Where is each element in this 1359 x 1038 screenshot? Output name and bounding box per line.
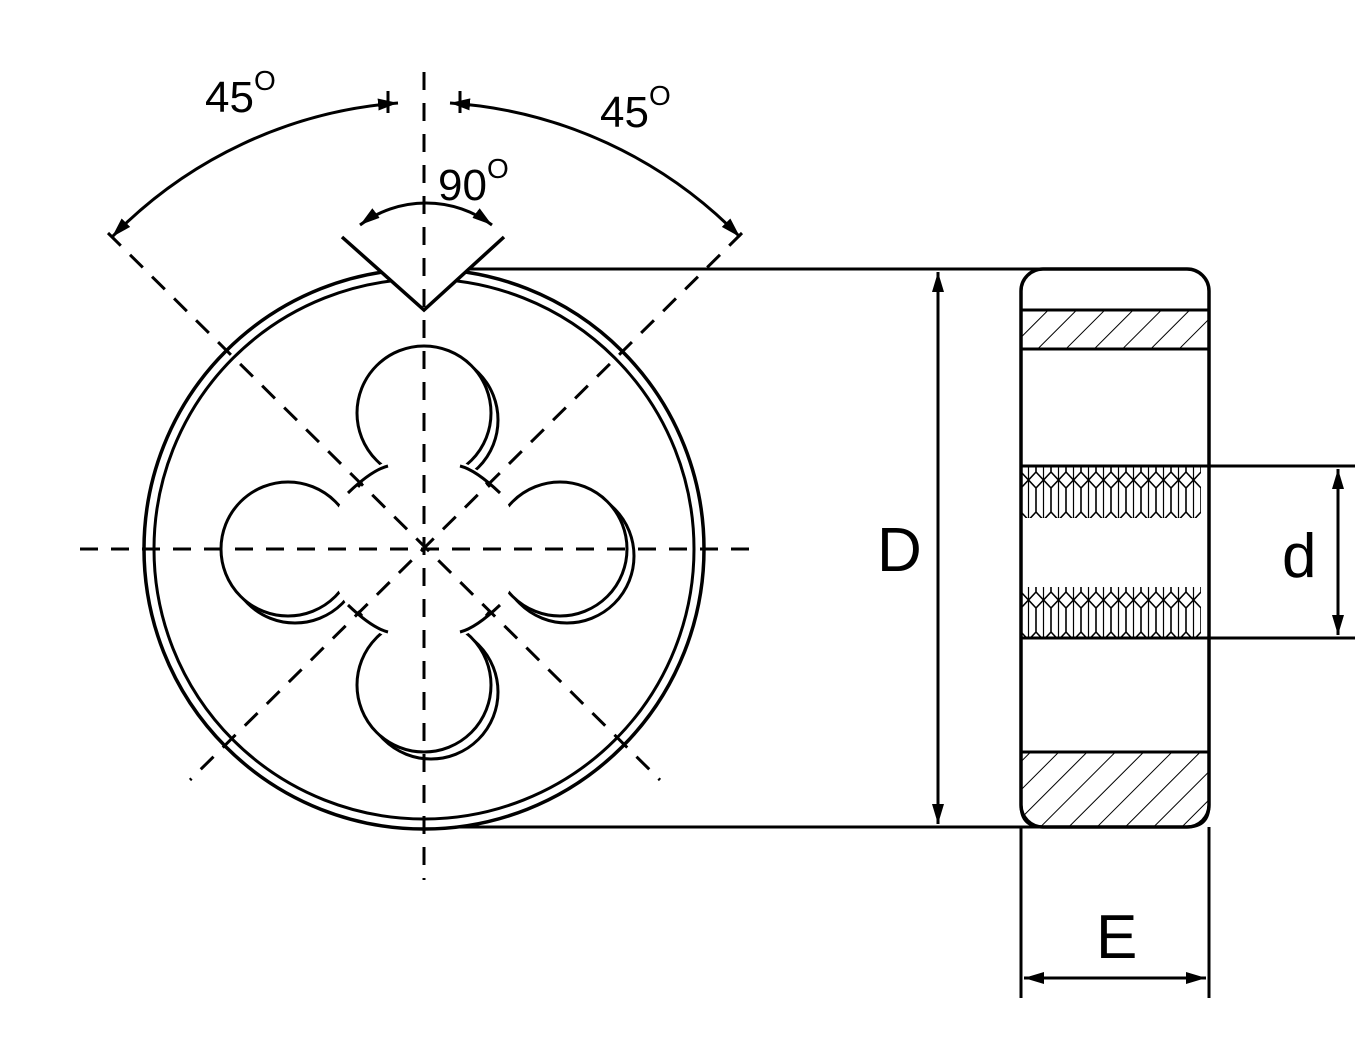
label-outer-diameter: D bbox=[877, 516, 922, 585]
side-body bbox=[1019, 267, 1211, 829]
dimension-d-thread bbox=[1209, 464, 1355, 640]
hatch-top bbox=[1019, 308, 1211, 351]
label-angle-top: 90O bbox=[438, 153, 509, 210]
thread-lower bbox=[1021, 587, 1201, 639]
label-thread-diameter: d bbox=[1282, 522, 1316, 591]
side-view bbox=[1019, 267, 1211, 829]
front-view bbox=[80, 72, 752, 880]
arc-dimension-45-left bbox=[110, 98, 399, 239]
label-angle-right: 45O bbox=[600, 80, 671, 137]
dimension-e bbox=[1019, 827, 1211, 998]
label-angle-left: 45O bbox=[205, 65, 276, 122]
thread-upper bbox=[1021, 466, 1201, 518]
center-lines bbox=[80, 72, 752, 880]
arc-dimension-90 bbox=[359, 201, 493, 227]
extension-lines bbox=[455, 267, 1050, 829]
label-thickness: E bbox=[1096, 903, 1137, 972]
cutting-hole bbox=[219, 344, 636, 761]
hatch-bottom bbox=[1019, 750, 1211, 829]
arc-dimension-45-right bbox=[449, 98, 742, 239]
